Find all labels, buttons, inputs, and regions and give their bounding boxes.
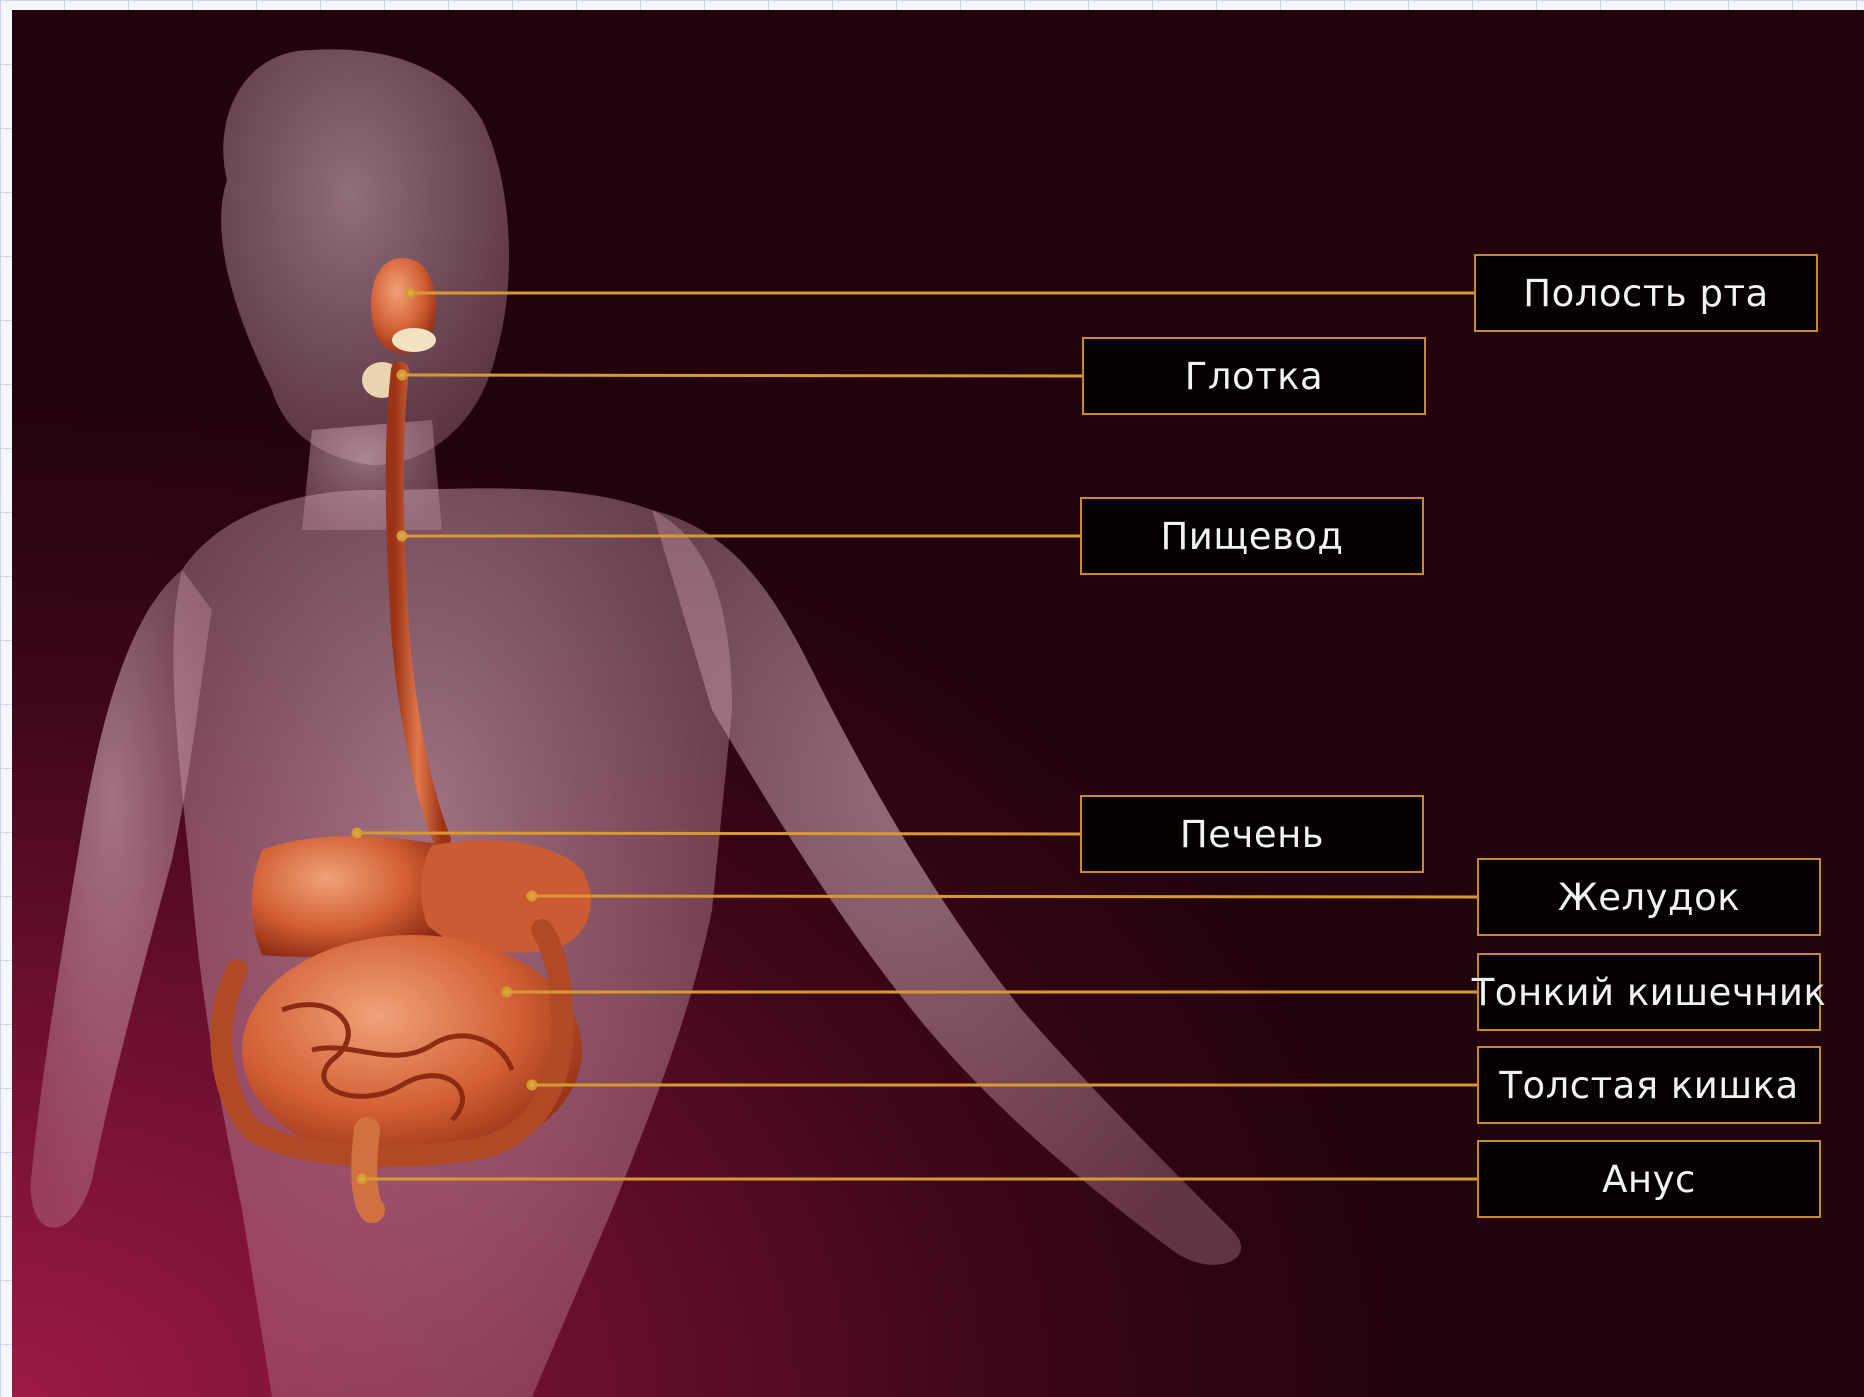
label-mouth: Полость рта <box>1474 254 1818 332</box>
anchor-dot-small-intestine <box>503 988 511 996</box>
label-liver: Печень <box>1080 795 1424 873</box>
anchor-dot-large-intestine <box>528 1081 536 1089</box>
label-large-intestine: Толстая кишка <box>1477 1046 1821 1124</box>
body-silhouette <box>31 49 1241 1397</box>
anchor-dot-esophagus <box>398 532 406 540</box>
leader-line-stomach <box>532 896 1477 897</box>
label-anus: Анус <box>1477 1140 1821 1218</box>
anchor-dot-mouth <box>406 289 414 297</box>
slide: Полость ртаГлоткаПищеводПеченьЖелудокТон… <box>12 10 1864 1397</box>
label-esophagus: Пищевод <box>1080 497 1424 575</box>
label-small-intestine: Тонкий кишечник <box>1477 953 1821 1031</box>
anchor-dot-liver <box>353 829 361 837</box>
anchor-dot-anus <box>358 1175 366 1183</box>
anchor-dot-stomach <box>528 892 536 900</box>
label-pharynx: Глотка <box>1082 337 1426 415</box>
leader-line-liver <box>357 833 1080 834</box>
label-stomach: Желудок <box>1477 858 1821 936</box>
leader-line-pharynx <box>402 375 1082 376</box>
anchor-dot-pharynx <box>398 371 406 379</box>
